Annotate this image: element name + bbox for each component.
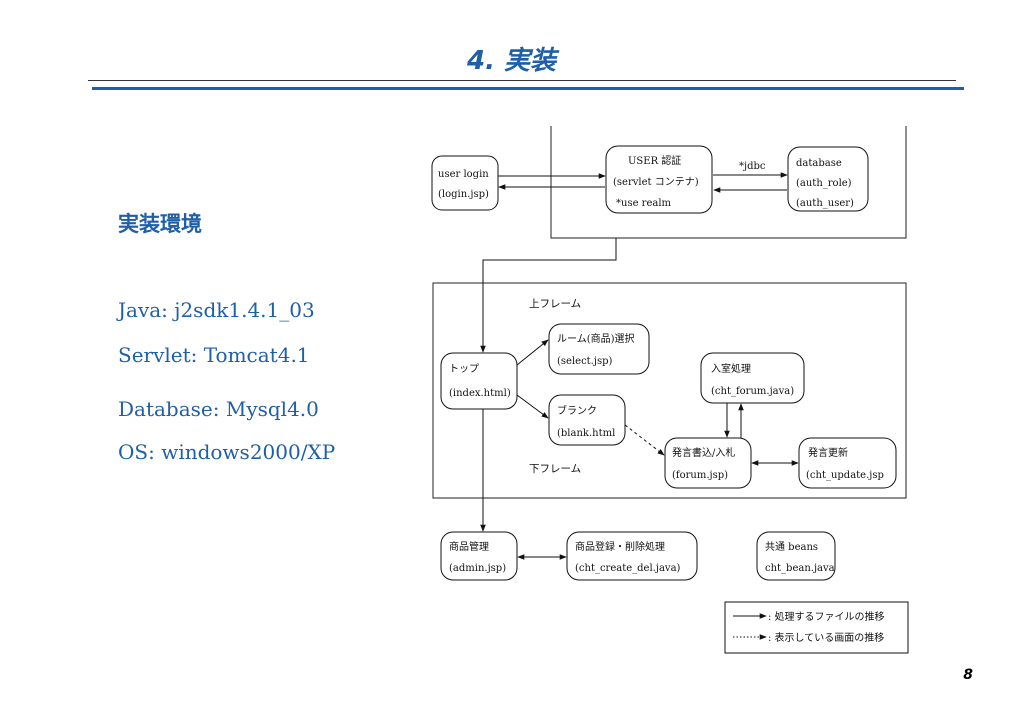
node-post: 発言書込/入札 (forum.jsp) [664,437,752,489]
svg-text:(cht_forum.java): (cht_forum.java) [711,386,794,397]
slide-title: 4. 実装 [466,46,557,76]
arrow-blank-to-post [624,424,665,456]
legend-solid-label: : 処理するファイルの推移 [768,610,885,623]
label-jdbc: *jdbc [739,161,766,172]
svg-text:database: database [796,158,842,169]
svg-text:(blank.html: (blank.html [557,428,615,439]
arrow-auth-to-top [480,238,617,353]
svg-text:(servlet コンテナ): (servlet コンテナ) [613,176,699,188]
node-blank: ブランク (blank.html [548,394,626,446]
arrow-top-to-blank [516,394,549,419]
node-user-login: user login (login.jsp) [431,155,499,211]
svg-text:user login: user login [438,169,489,180]
arrow-top-to-select [516,339,549,366]
svg-text:(cht_update.jsp: (cht_update.jsp [806,470,884,481]
svg-text:商品管理: 商品管理 [449,540,489,553]
env-item-os: OS: windows2000/XP [118,440,336,464]
svg-text:入室処理: 入室処理 [711,362,751,375]
env-item-servlet: Servlet: Tomcat4.1 [118,343,310,367]
svg-text:(index.html): (index.html) [449,388,511,399]
node-enter: 入室処理 (cht_forum.java) [700,352,805,404]
svg-text:(cht_create_del.java): (cht_create_del.java) [575,563,681,574]
svg-text:(auth_role): (auth_role) [796,178,852,189]
svg-text:発言書込/入札: 発言書込/入札 [672,446,735,459]
svg-text:トップ: トップ [449,363,479,375]
node-common-beans: 共通 beans cht_bean.java [756,531,836,581]
node-database: database (auth_role) (auth_user) [787,146,869,212]
svg-text:(login.jsp): (login.jsp) [438,189,489,200]
node-room-select: ルーム(商品)選択 (select.jsp) [548,323,650,375]
node-top: トップ (index.html) [440,352,518,410]
title-rule-thick [92,87,964,90]
svg-text:(select.jsp): (select.jsp) [557,356,612,367]
legend-dotted-label: : 表示している画面の推移 [768,631,884,644]
node-product-register: 商品登録・削除処理 (cht_create_del.java) [566,531,698,581]
legend: : 処理するファイルの推移 : 表示している画面の推移 [724,601,909,654]
svg-text:ルーム(商品)選択: ルーム(商品)選択 [557,332,635,345]
node-update: 発言更新 (cht_update.jsp [798,437,897,489]
env-item-java: Java: j2sdk1.4.1_03 [118,298,315,322]
svg-text:共通 beans: 共通 beans [765,541,818,553]
title-rule-thin [88,80,956,81]
env-item-database: Database: Mysql4.0 [118,397,319,421]
node-product-admin: 商品管理 (admin.jsp) [440,531,518,581]
label-upper-frame: 上フレーム [529,298,581,310]
node-user-auth: USER 認証 (servlet コンテナ) *use realm [605,145,713,214]
svg-text:(auth_user): (auth_user) [796,198,854,209]
svg-text:商品登録・削除処理: 商品登録・削除処理 [575,540,665,553]
svg-text:ブランク: ブランク [557,404,597,417]
server-frame [550,126,907,239]
label-lower-frame: 下フレーム [529,463,581,475]
page-number: 8 [963,667,973,683]
svg-text:発言更新: 発言更新 [808,446,848,459]
svg-text:*use realm: *use realm [616,198,672,209]
svg-text:USER 認証: USER 認証 [628,154,681,167]
svg-text:cht_bean.java: cht_bean.java [765,563,835,574]
svg-text:(forum.jsp): (forum.jsp) [672,470,728,481]
environment-heading: 実装環境 [118,212,202,236]
browser-frame [432,282,907,499]
svg-text:(admin.jsp): (admin.jsp) [449,563,506,574]
